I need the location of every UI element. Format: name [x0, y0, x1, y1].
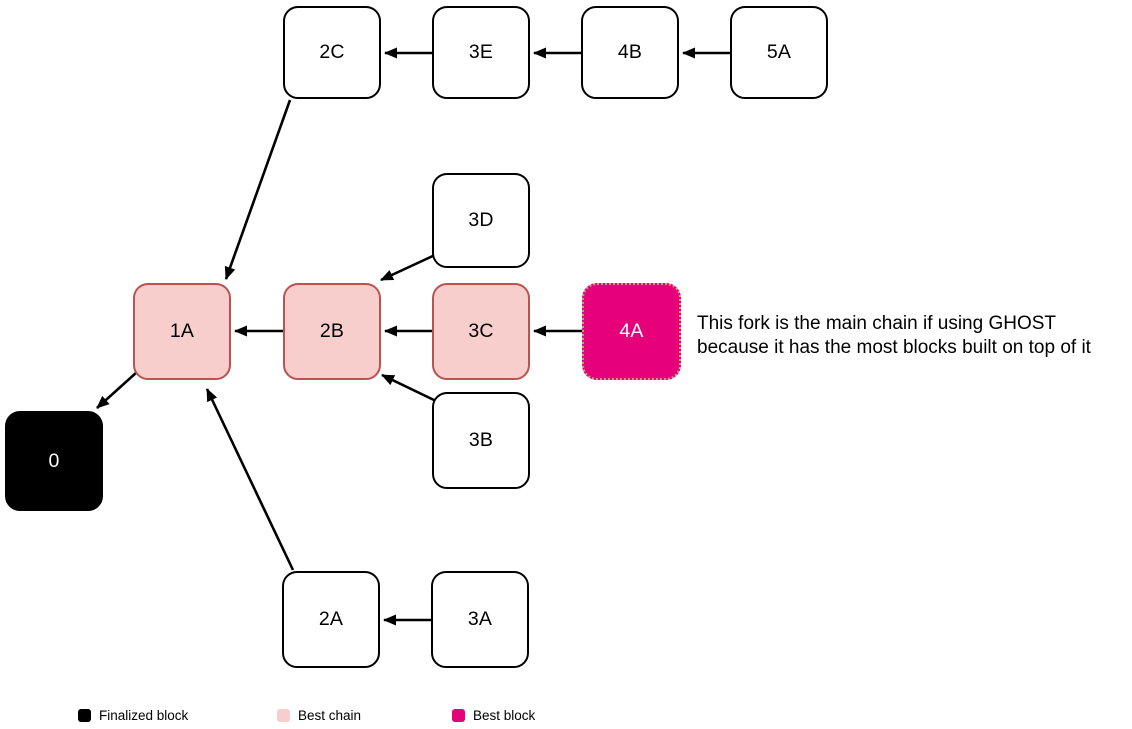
- annotation-text: This fork is the main chain if using GHO…: [697, 312, 1091, 359]
- legend-item-best-block: Best block: [452, 707, 536, 723]
- best-block-swatch: [452, 708, 465, 722]
- edge-3B-to-2B: [381, 373, 437, 403]
- legend-item-best-chain: Best chain: [277, 707, 362, 723]
- block-2A: 2A: [282, 571, 380, 668]
- legend-item-finalized-block: Finalized block: [78, 707, 189, 723]
- block-3B: 3B: [432, 392, 530, 489]
- edge-2A-to-1A: [205, 388, 295, 571]
- block-3E: 3E: [432, 6, 530, 99]
- block-4A: 4A: [582, 283, 681, 380]
- block-5A: 5A: [730, 6, 828, 99]
- block-0: 0: [5, 411, 103, 511]
- block-3D: 3D: [432, 173, 530, 268]
- edge-3D-to-2B: [380, 253, 436, 282]
- legend-label: Best block: [473, 707, 536, 723]
- block-4B: 4B: [581, 6, 679, 99]
- block-2C: 2C: [283, 6, 381, 99]
- best-chain-swatch: [277, 708, 290, 722]
- block-1A: 1A: [133, 283, 231, 380]
- edge-1A-to-0: [96, 371, 138, 409]
- legend-label: Finalized block: [99, 707, 189, 723]
- block-2B: 2B: [283, 283, 381, 380]
- block-3C: 3C: [432, 283, 530, 380]
- annotation-line-2: because it has the most blocks built on …: [697, 336, 1091, 358]
- annotation-line-1: This fork is the main chain if using GHO…: [697, 313, 1057, 334]
- finalized-block-swatch: [78, 708, 91, 722]
- legend-label: Best chain: [298, 707, 362, 723]
- block-3A: 3A: [431, 571, 529, 668]
- edge-2C-to-1A: [224, 99, 292, 280]
